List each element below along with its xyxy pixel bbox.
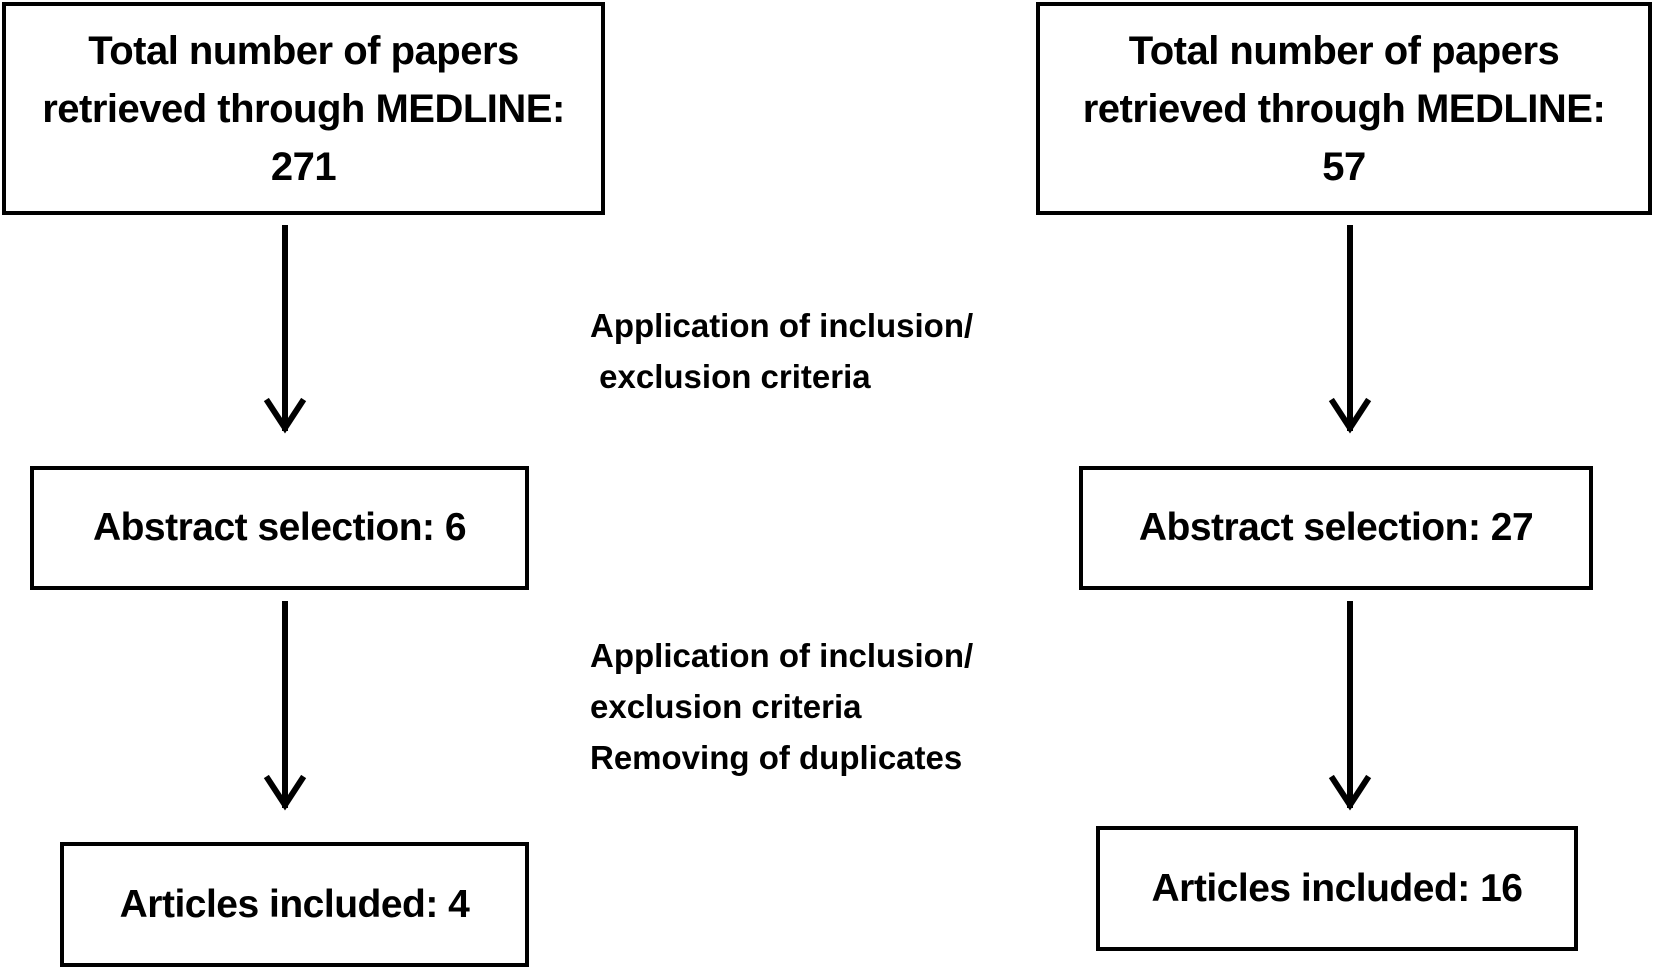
left-abstract-selection-box: Abstract selection: 6 bbox=[30, 466, 529, 590]
right-total-count: 57 bbox=[1322, 144, 1366, 189]
right-articles-included-box: Articles included: 16 bbox=[1096, 826, 1578, 951]
right-total-line1: Total number of papers bbox=[1128, 28, 1560, 73]
left-total-line2: retrieved through MEDLINE: bbox=[42, 86, 565, 131]
right-arrow-1 bbox=[1328, 225, 1372, 434]
left-arrow-2 bbox=[263, 601, 307, 811]
right-abstract-selection-box: Abstract selection: 27 bbox=[1079, 466, 1593, 590]
left-abstract-selection-label: Abstract selection: 6 bbox=[92, 506, 467, 549]
first-step-note-line2: exclusion criteria bbox=[590, 358, 871, 395]
right-abstract-selection-label: Abstract selection: 27 bbox=[1138, 506, 1534, 549]
right-articles-included-label: Articles included: 16 bbox=[1151, 866, 1523, 910]
right-total-papers-box: Total number of papers retrieved through… bbox=[1036, 2, 1652, 215]
left-articles-included-box: Articles included: 4 bbox=[60, 842, 529, 967]
left-total-count: 271 bbox=[270, 144, 337, 189]
first-step-note-line1: Application of inclusion/ bbox=[590, 307, 974, 344]
left-arrow-1 bbox=[263, 225, 307, 434]
first-step-note: Application of inclusion/ exclusion crit… bbox=[590, 300, 973, 402]
second-step-note-line3: Removing of duplicates bbox=[590, 739, 963, 776]
second-step-note-line2: exclusion criteria bbox=[590, 688, 862, 725]
right-arrow-2 bbox=[1328, 601, 1372, 811]
left-total-line1: Total number of papers bbox=[88, 28, 519, 73]
right-total-line2: retrieved through MEDLINE: bbox=[1082, 86, 1606, 131]
left-total-papers-box: Total number of papers retrieved through… bbox=[2, 2, 605, 215]
second-step-note-line1: Application of inclusion/ bbox=[590, 637, 974, 674]
second-step-note: Application of inclusion/ exclusion crit… bbox=[590, 630, 973, 783]
left-articles-included-label: Articles included: 4 bbox=[119, 882, 470, 926]
